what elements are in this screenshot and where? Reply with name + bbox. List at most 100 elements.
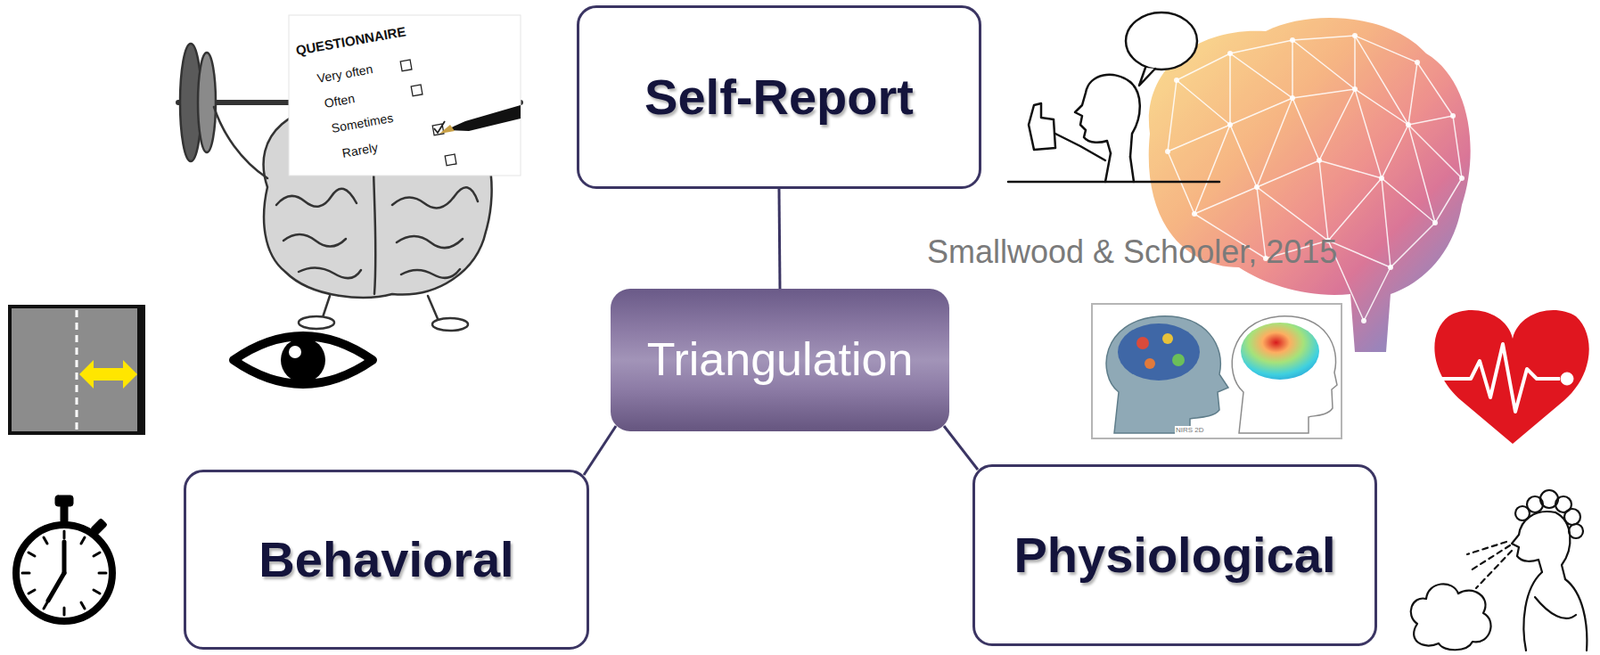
lifting-brain-part bbox=[213, 106, 268, 179]
form-option: Often bbox=[323, 90, 357, 111]
form-option: Very often bbox=[316, 61, 375, 86]
lane-icon-part bbox=[79, 360, 138, 389]
poly-brain-part-part bbox=[1289, 37, 1296, 43]
form-option: Rarely bbox=[341, 139, 380, 161]
questionnaire-card-part bbox=[288, 15, 521, 176]
eye-icon-part bbox=[280, 337, 326, 383]
poly-brain-part-part bbox=[1227, 122, 1233, 128]
speaking-person-part bbox=[1028, 103, 1056, 150]
lifting-brain-part bbox=[197, 52, 216, 153]
nirs-panel-part bbox=[1172, 353, 1185, 367]
poly-brain-part-part bbox=[1316, 157, 1322, 164]
questionnaire-card-part bbox=[439, 124, 455, 134]
poly-brain-part-part bbox=[1289, 95, 1296, 101]
lifting-brain-part bbox=[322, 295, 330, 318]
stopwatch-icon-part bbox=[22, 531, 107, 616]
poly-brain bbox=[1148, 17, 1471, 353]
nirs-panel-part bbox=[1231, 316, 1338, 434]
questionnaire-card-part bbox=[400, 59, 457, 166]
nirs-panel-part bbox=[1240, 322, 1320, 380]
poly-brain-part bbox=[1165, 32, 1465, 324]
nirs-panel-part bbox=[1117, 323, 1200, 381]
speaking-person-part bbox=[1139, 67, 1156, 86]
lifting-brain-part bbox=[432, 318, 468, 331]
heart-icon bbox=[1434, 310, 1589, 444]
nirs-panel-part bbox=[1106, 316, 1229, 434]
speaking-person-part bbox=[1055, 133, 1106, 161]
questionnaire-card-part bbox=[445, 105, 521, 132]
poly-brain-part-part bbox=[1378, 175, 1385, 181]
hub-box: Triangulation bbox=[610, 288, 950, 432]
poly-brain-part-part bbox=[1165, 148, 1171, 155]
lifting-brain-part bbox=[396, 236, 463, 248]
poly-brain-part bbox=[1167, 35, 1462, 321]
stopwatch-icon-part-part bbox=[93, 552, 100, 557]
stopwatch-icon-part-part bbox=[28, 552, 35, 557]
form-title: QUESTIONNAIRE bbox=[295, 23, 408, 58]
nirs-panel-part bbox=[1091, 303, 1342, 439]
questionnaire-card-part-part bbox=[444, 154, 457, 166]
poly-brain-part-part bbox=[1405, 122, 1412, 128]
lifting-brain-part bbox=[283, 234, 346, 247]
lifting-brain-part bbox=[276, 188, 357, 207]
poly-brain-part-part bbox=[1328, 178, 1436, 268]
questionnaire-card bbox=[288, 15, 521, 176]
speaking-person-part bbox=[1130, 82, 1141, 157]
lifting-brain-part bbox=[427, 295, 439, 321]
poly-brain-part-part bbox=[1167, 89, 1462, 223]
poly-brain-part-part bbox=[1450, 113, 1456, 119]
speaking-person-part bbox=[1008, 180, 1220, 184]
poly-brain-part-part bbox=[1167, 89, 1462, 179]
poly-brain-part-part bbox=[1191, 211, 1198, 217]
poly-brain-part-part bbox=[1227, 50, 1233, 57]
citation: Smallwood & Schooler, 2015 bbox=[927, 233, 1338, 271]
method-box: Behavioral bbox=[183, 469, 590, 650]
breathing-person-part bbox=[1515, 506, 1530, 521]
stopwatch-icon-part bbox=[62, 541, 67, 574]
questionnaire-card-part-part bbox=[410, 84, 423, 97]
lifting-brain-part bbox=[298, 267, 362, 279]
stopwatch-icon-part bbox=[16, 525, 113, 622]
stopwatch-icon bbox=[16, 495, 113, 622]
poly-brain-part-part bbox=[1361, 318, 1367, 324]
stopwatch-icon-part-part bbox=[63, 607, 66, 616]
breathing-person-part bbox=[1523, 572, 1543, 651]
eye-icon-part bbox=[288, 345, 302, 359]
lane-icon-part bbox=[75, 310, 79, 430]
stopwatch-icon-part-part bbox=[81, 602, 85, 609]
nirs-panel bbox=[1091, 303, 1342, 439]
speaking-person-part bbox=[1105, 153, 1111, 182]
poly-brain-part-part bbox=[1414, 59, 1420, 66]
poly-brain-part-part bbox=[1167, 80, 1177, 152]
speaking-person-part bbox=[1074, 74, 1131, 154]
stopwatch-icon-part-part bbox=[98, 572, 107, 575]
stopwatch-icon-part-part bbox=[43, 537, 48, 544]
stopwatch-icon-part-part bbox=[81, 537, 85, 544]
poly-brain-part-part bbox=[1352, 86, 1358, 92]
nirs-panel-part bbox=[1144, 358, 1156, 370]
poly-brain-part-part bbox=[1194, 160, 1436, 223]
stopwatch-icon-part-part bbox=[63, 531, 66, 539]
lifting-brain-part bbox=[401, 269, 460, 279]
node-text: Physiological bbox=[1014, 526, 1337, 584]
poly-brain-part-part bbox=[1254, 184, 1260, 190]
breathing-person-part bbox=[1467, 541, 1507, 555]
nirs-panel-part bbox=[1162, 333, 1174, 345]
lifting-brain-part bbox=[298, 316, 335, 329]
node-text: Self-Report bbox=[644, 68, 914, 126]
lane-icon bbox=[9, 306, 144, 434]
heart-icon-part bbox=[1560, 372, 1574, 386]
questionnaire-card-part-part bbox=[400, 59, 412, 72]
breathing-person bbox=[1411, 490, 1588, 651]
method-box: Physiological bbox=[972, 464, 1378, 647]
node-text: Behavioral bbox=[258, 531, 514, 589]
stopwatch-icon-part bbox=[48, 573, 65, 601]
poly-brain-part-part bbox=[1408, 115, 1453, 125]
poly-brain-part bbox=[1148, 17, 1471, 353]
poly-brain-part-part bbox=[1459, 175, 1465, 181]
stopwatch-icon-part-part bbox=[43, 602, 48, 609]
poly-brain-part-part bbox=[1452, 115, 1462, 179]
